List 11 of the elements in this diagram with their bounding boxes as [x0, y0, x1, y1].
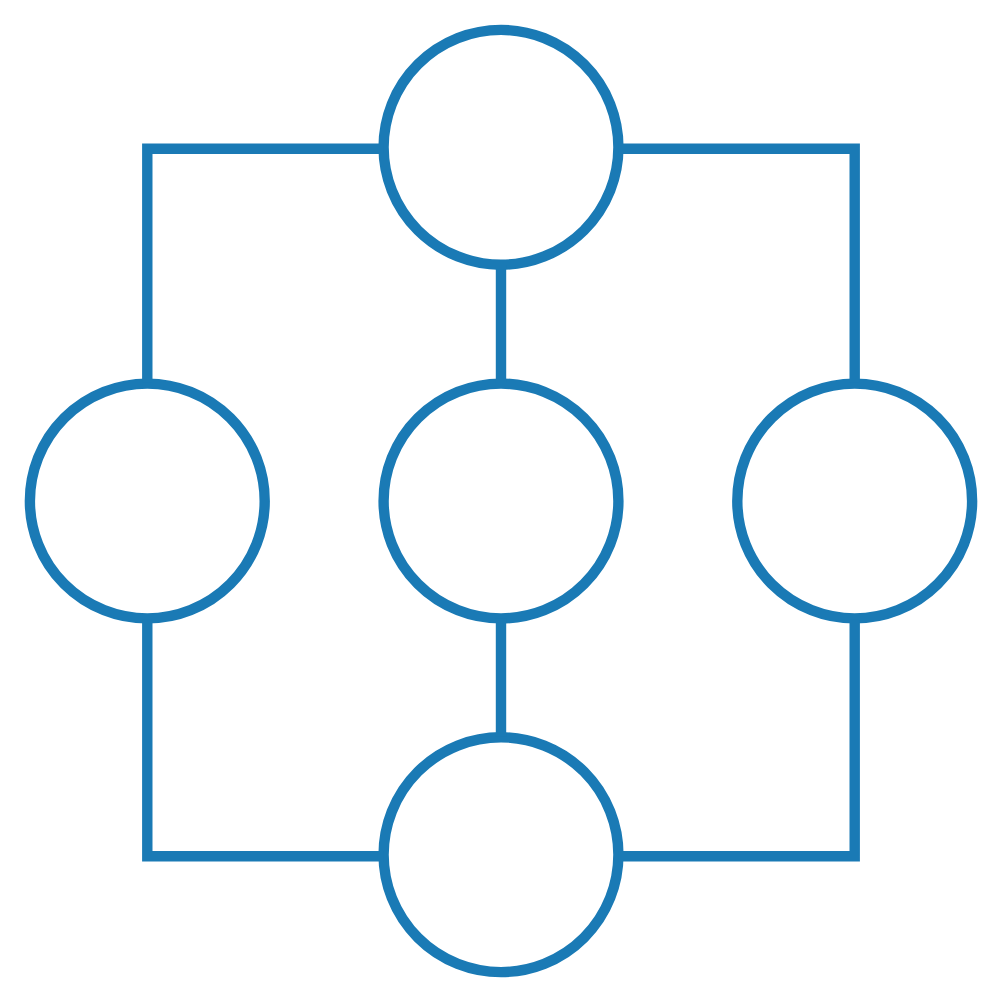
node-circle: [377, 23, 623, 269]
connector: [494, 617, 506, 736]
node-circle: [731, 377, 977, 623]
node-circle: [377, 731, 623, 977]
connector: [141, 142, 383, 382]
node-circle: [377, 377, 623, 623]
connector: [494, 264, 506, 382]
connector: [617, 618, 859, 861]
node-circle: [23, 377, 269, 623]
connector: [617, 142, 859, 382]
connector: [141, 618, 383, 861]
